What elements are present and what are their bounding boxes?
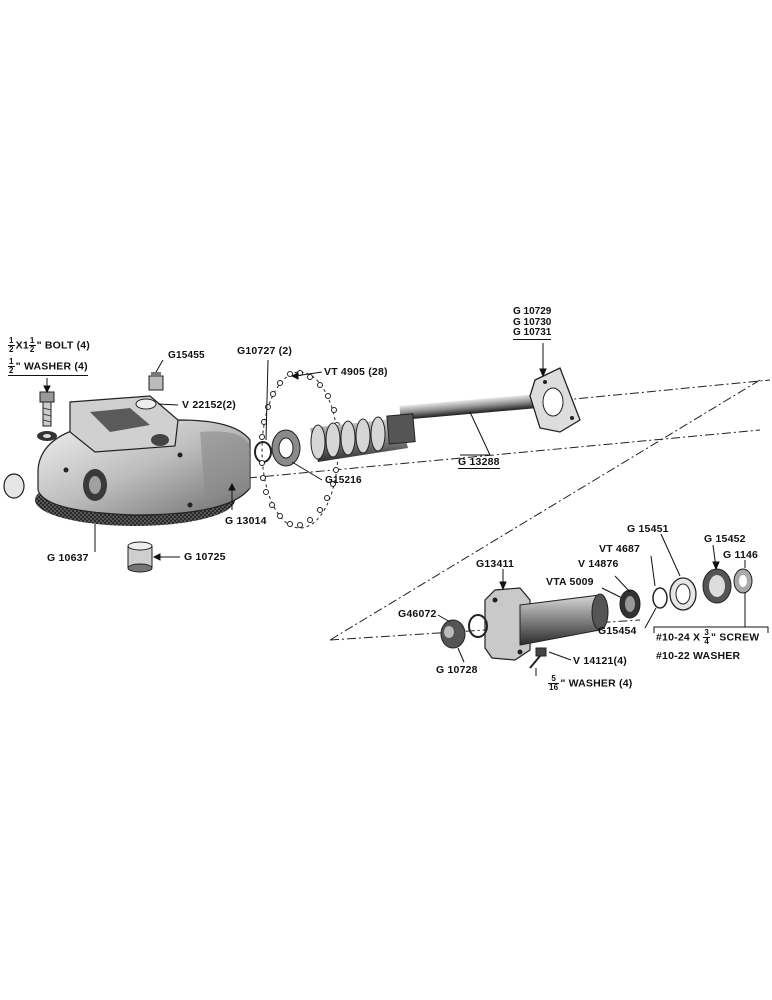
washer-516-denominator: 16	[549, 683, 559, 692]
nut-g1146	[733, 568, 753, 594]
bolt-length-prefix: X1	[15, 339, 29, 352]
label-washer22: #10-22 WASHER	[656, 650, 741, 662]
label-g13288: G 13288	[458, 456, 500, 469]
cap-g10728	[440, 619, 466, 649]
gasket-left	[3, 473, 25, 499]
label-g46072: G46072	[398, 608, 437, 620]
washer-size-denominator: 2	[9, 366, 14, 375]
worm-shaft-g13288	[310, 393, 549, 462]
label-vta5009: VTA 5009	[546, 576, 594, 588]
label-g10725: G 10725	[184, 551, 226, 563]
housing-g13014	[35, 395, 251, 526]
bolt-text: " BOLT (4)	[36, 339, 91, 352]
label-v14876: V 14876	[578, 558, 619, 570]
label-g10637: G 10637	[47, 552, 89, 564]
label-v22152: V 22152(2)	[182, 399, 236, 411]
label-g1146: G 1146	[723, 549, 759, 561]
leader-lines	[43, 343, 769, 676]
washer-text: " WASHER (4)	[15, 360, 88, 373]
bolt-length-denominator: 2	[29, 345, 35, 354]
label-vt4687: VT 4687	[599, 543, 641, 555]
label-g10728: G 10728	[436, 664, 478, 676]
label-g15216: G15216	[325, 475, 362, 486]
screw-length-denominator: 4	[704, 637, 709, 646]
washer-516-numerator: 5	[548, 675, 560, 684]
bolt-part	[37, 391, 57, 441]
retainer-g15452	[702, 568, 732, 604]
label-g15452: G 15452	[704, 533, 746, 545]
flange-gasket-g10729	[529, 367, 581, 433]
bearing-vta5009	[619, 589, 641, 619]
label-v14121: V 14121(4)	[573, 655, 627, 667]
label-g15451: G 15451	[627, 523, 669, 535]
label-g10729: G 10729	[513, 306, 552, 317]
label-g10731: G 10731	[513, 327, 552, 340]
screw-prefix: #10-24 X	[656, 631, 704, 644]
label-g10729-group: G 10729 G 10730 G 10731	[513, 306, 552, 340]
label-g13014: G 13014	[225, 515, 267, 527]
label-g15454: G15454	[598, 625, 637, 637]
plug-g15455	[135, 372, 164, 410]
ring-g10727	[254, 441, 272, 463]
race-g15216	[271, 429, 301, 467]
label-g15455: G15455	[168, 350, 205, 361]
label-g10730: G 10730	[513, 316, 552, 328]
washer-516-text: " WASHER (4)	[560, 677, 633, 690]
lower-housing-g13411	[484, 587, 609, 661]
bolt-length-numerator: 1	[28, 336, 36, 346]
label-g10727: G10727 (2)	[237, 345, 293, 357]
screw-length-numerator: 3	[703, 628, 710, 638]
washer-g15454	[652, 587, 668, 609]
screw-v14121	[529, 647, 547, 669]
screw-text: " SCREW	[711, 631, 760, 644]
washer-size-numerator: 1	[8, 357, 15, 367]
label-vt4905: VT 4905 (28)	[324, 366, 388, 378]
bolt-size-numerator: 1	[8, 336, 15, 346]
ring-g46072	[468, 614, 488, 638]
label-g13411: G13411	[476, 558, 514, 570]
bushing-g10725	[127, 541, 153, 573]
bolt-size-denominator: 2	[9, 345, 14, 354]
